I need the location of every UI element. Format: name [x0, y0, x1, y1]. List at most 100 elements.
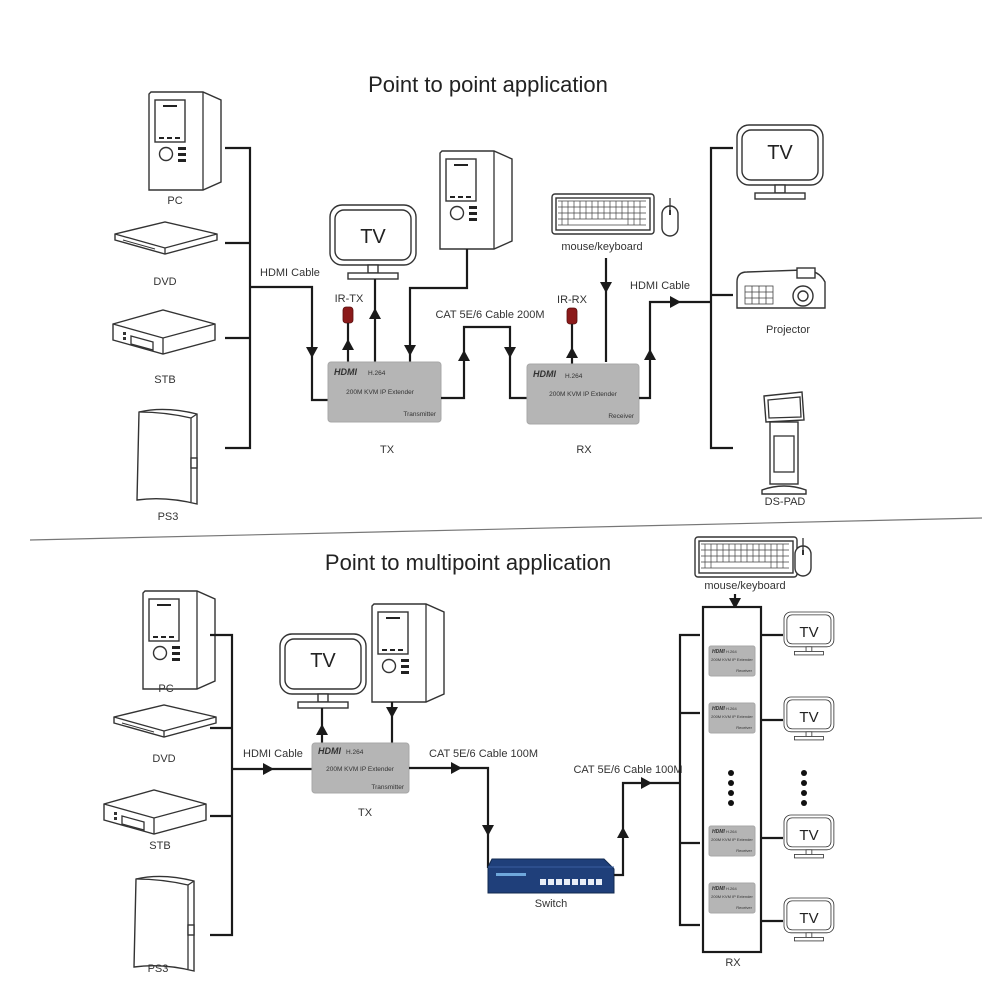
stb-icon	[112, 309, 216, 355]
extender-name: 200M KVM IP Extender	[711, 657, 753, 662]
tv-label: TV	[799, 827, 818, 844]
switch-label: Switch	[535, 898, 567, 910]
projector-label: Projector	[766, 324, 810, 336]
ir-tx-label: IR-TX	[335, 293, 364, 305]
mouse-icon	[661, 197, 679, 237]
rx-caption: RX	[576, 444, 592, 456]
tv-ellipsis	[801, 770, 807, 806]
extender-name: 200M KVM IP Extender	[711, 894, 753, 899]
extender-role: Transmitter	[403, 411, 436, 418]
codec-label: H.264	[726, 829, 737, 834]
pc-icon	[148, 91, 222, 191]
p2p-cat-label: CAT 5E/6 Cable 200M	[435, 309, 544, 321]
p2mp-mouse-keyboard: mouse/keyboard	[694, 536, 812, 592]
rx-ellipsis	[728, 770, 734, 806]
hdmi-logo: HDMI	[533, 369, 556, 379]
extender-role: Receiver	[736, 905, 752, 910]
hdmi-logo: HDMI	[334, 367, 357, 377]
codec-label: H.264	[726, 649, 737, 654]
hdmi-logo: HDMI	[712, 649, 725, 655]
dvd-icon	[113, 704, 217, 738]
extender-name: 200M KVM IP Extender	[711, 714, 753, 719]
p2mp-title: Point to multipoint application	[325, 550, 611, 575]
p2mp-hdmi-in-label: HDMI Cable	[243, 748, 303, 760]
rx-tv-list: TV TV TV TV	[761, 611, 835, 942]
extender-name: 200M KVM IP Extender	[326, 766, 395, 773]
p2p-rx-extender: HDMI H.264 200M KVM IP Extender Receiver	[526, 363, 640, 425]
p2p-mouse-keyboard: mouse/keyboard	[551, 193, 679, 253]
tx-caption: TX	[380, 444, 395, 456]
projector-icon	[736, 267, 826, 309]
tv-label: TV	[799, 709, 818, 726]
p2mp-local-tv: TV	[279, 633, 367, 709]
p2p-local-pc	[439, 150, 513, 250]
p2p-local-tv: TV	[329, 204, 417, 280]
hdmi-logo: HDMI	[712, 706, 725, 712]
rx-tv: TV	[761, 814, 835, 859]
extender-name: 200M KVM IP Extender	[549, 391, 618, 398]
tx-caption: TX	[358, 807, 373, 819]
p2p-source-pc: PC	[148, 91, 222, 207]
p2p-source-ps3: PS3	[136, 408, 198, 523]
p2p-output-projector: Projector	[736, 267, 826, 336]
pc-icon	[371, 603, 445, 703]
p2mp-source-label: PC	[158, 683, 173, 695]
p2p-source-label: PC	[167, 195, 182, 207]
ps3-icon	[133, 875, 195, 972]
hdmi-logo: HDMI	[712, 886, 725, 892]
extender-role: Receiver	[736, 848, 752, 853]
p2mp-source-dvd: DVD	[113, 704, 217, 765]
p2p-tx-extender: HDMI H.264 200M KVM IP Extender Transmit…	[327, 361, 442, 423]
dvd-icon	[114, 221, 218, 255]
stb-icon	[103, 789, 207, 835]
rx-tv: TV	[761, 611, 835, 656]
rx-tv: TV	[761, 696, 835, 741]
p2p-source-dvd: DVD	[114, 221, 218, 288]
p2mp-tx-extender: HDMI H.264 200M KVM IP Extender Transmit…	[311, 742, 410, 794]
extender-role: Receiver	[608, 413, 634, 420]
ps3-icon	[136, 408, 198, 505]
tv-label: TV	[310, 650, 336, 672]
p2mp-cat-out-label: CAT 5E/6 Cable 100M	[429, 748, 538, 760]
codec-label: H.264	[346, 749, 364, 756]
p2p-output-ds-pad: DS-PAD	[761, 391, 807, 508]
codec-label: H.264	[368, 370, 386, 377]
mouse-keyboard-label: mouse/keyboard	[561, 241, 642, 253]
p2p-title: Point to point application	[368, 72, 608, 97]
network-switch: Switch	[487, 858, 615, 910]
pc-icon	[142, 590, 216, 690]
hdmi-logo: HDMI	[318, 746, 341, 756]
codec-label: H.264	[726, 706, 737, 711]
mouse-keyboard-label: mouse/keyboard	[704, 580, 785, 592]
rx-tv: TV	[761, 897, 835, 942]
p2p-hdmi-in-label: HDMI Cable	[260, 267, 320, 279]
extender-name: 200M KVM IP Extender	[346, 389, 415, 396]
codec-label: H.264	[565, 373, 583, 380]
rx-caption: RX	[725, 957, 741, 969]
pc-icon	[439, 150, 513, 250]
ds-pad-label: DS-PAD	[765, 496, 806, 508]
ir-rx-label: IR-RX	[557, 294, 588, 306]
p2p-source-bus	[225, 146, 328, 450]
p2mp-source-label: DVD	[152, 753, 175, 765]
p2mp-source-pc: PC	[142, 590, 216, 695]
ir-rx-module-icon	[566, 307, 578, 325]
p2p-output-tv: TV	[736, 124, 824, 200]
section-divider	[29, 517, 983, 541]
p2mp-cat-in-label: CAT 5E/6 Cable 100M	[573, 764, 682, 776]
extender-role: Receiver	[736, 725, 752, 730]
ir-tx-module-icon	[342, 306, 354, 324]
tv-label: TV	[799, 624, 818, 641]
tv-label: TV	[767, 142, 793, 164]
p2mp-source-label: PS3	[148, 963, 169, 975]
hdmi-logo: HDMI	[712, 829, 725, 835]
switch-icon	[487, 858, 615, 894]
ds-pad-icon	[761, 391, 807, 495]
p2mp-source-stb: STB	[103, 789, 207, 852]
tv-label: TV	[360, 226, 386, 248]
p2mp-source-label: STB	[149, 840, 170, 852]
p2p-source-label: DVD	[153, 276, 176, 288]
